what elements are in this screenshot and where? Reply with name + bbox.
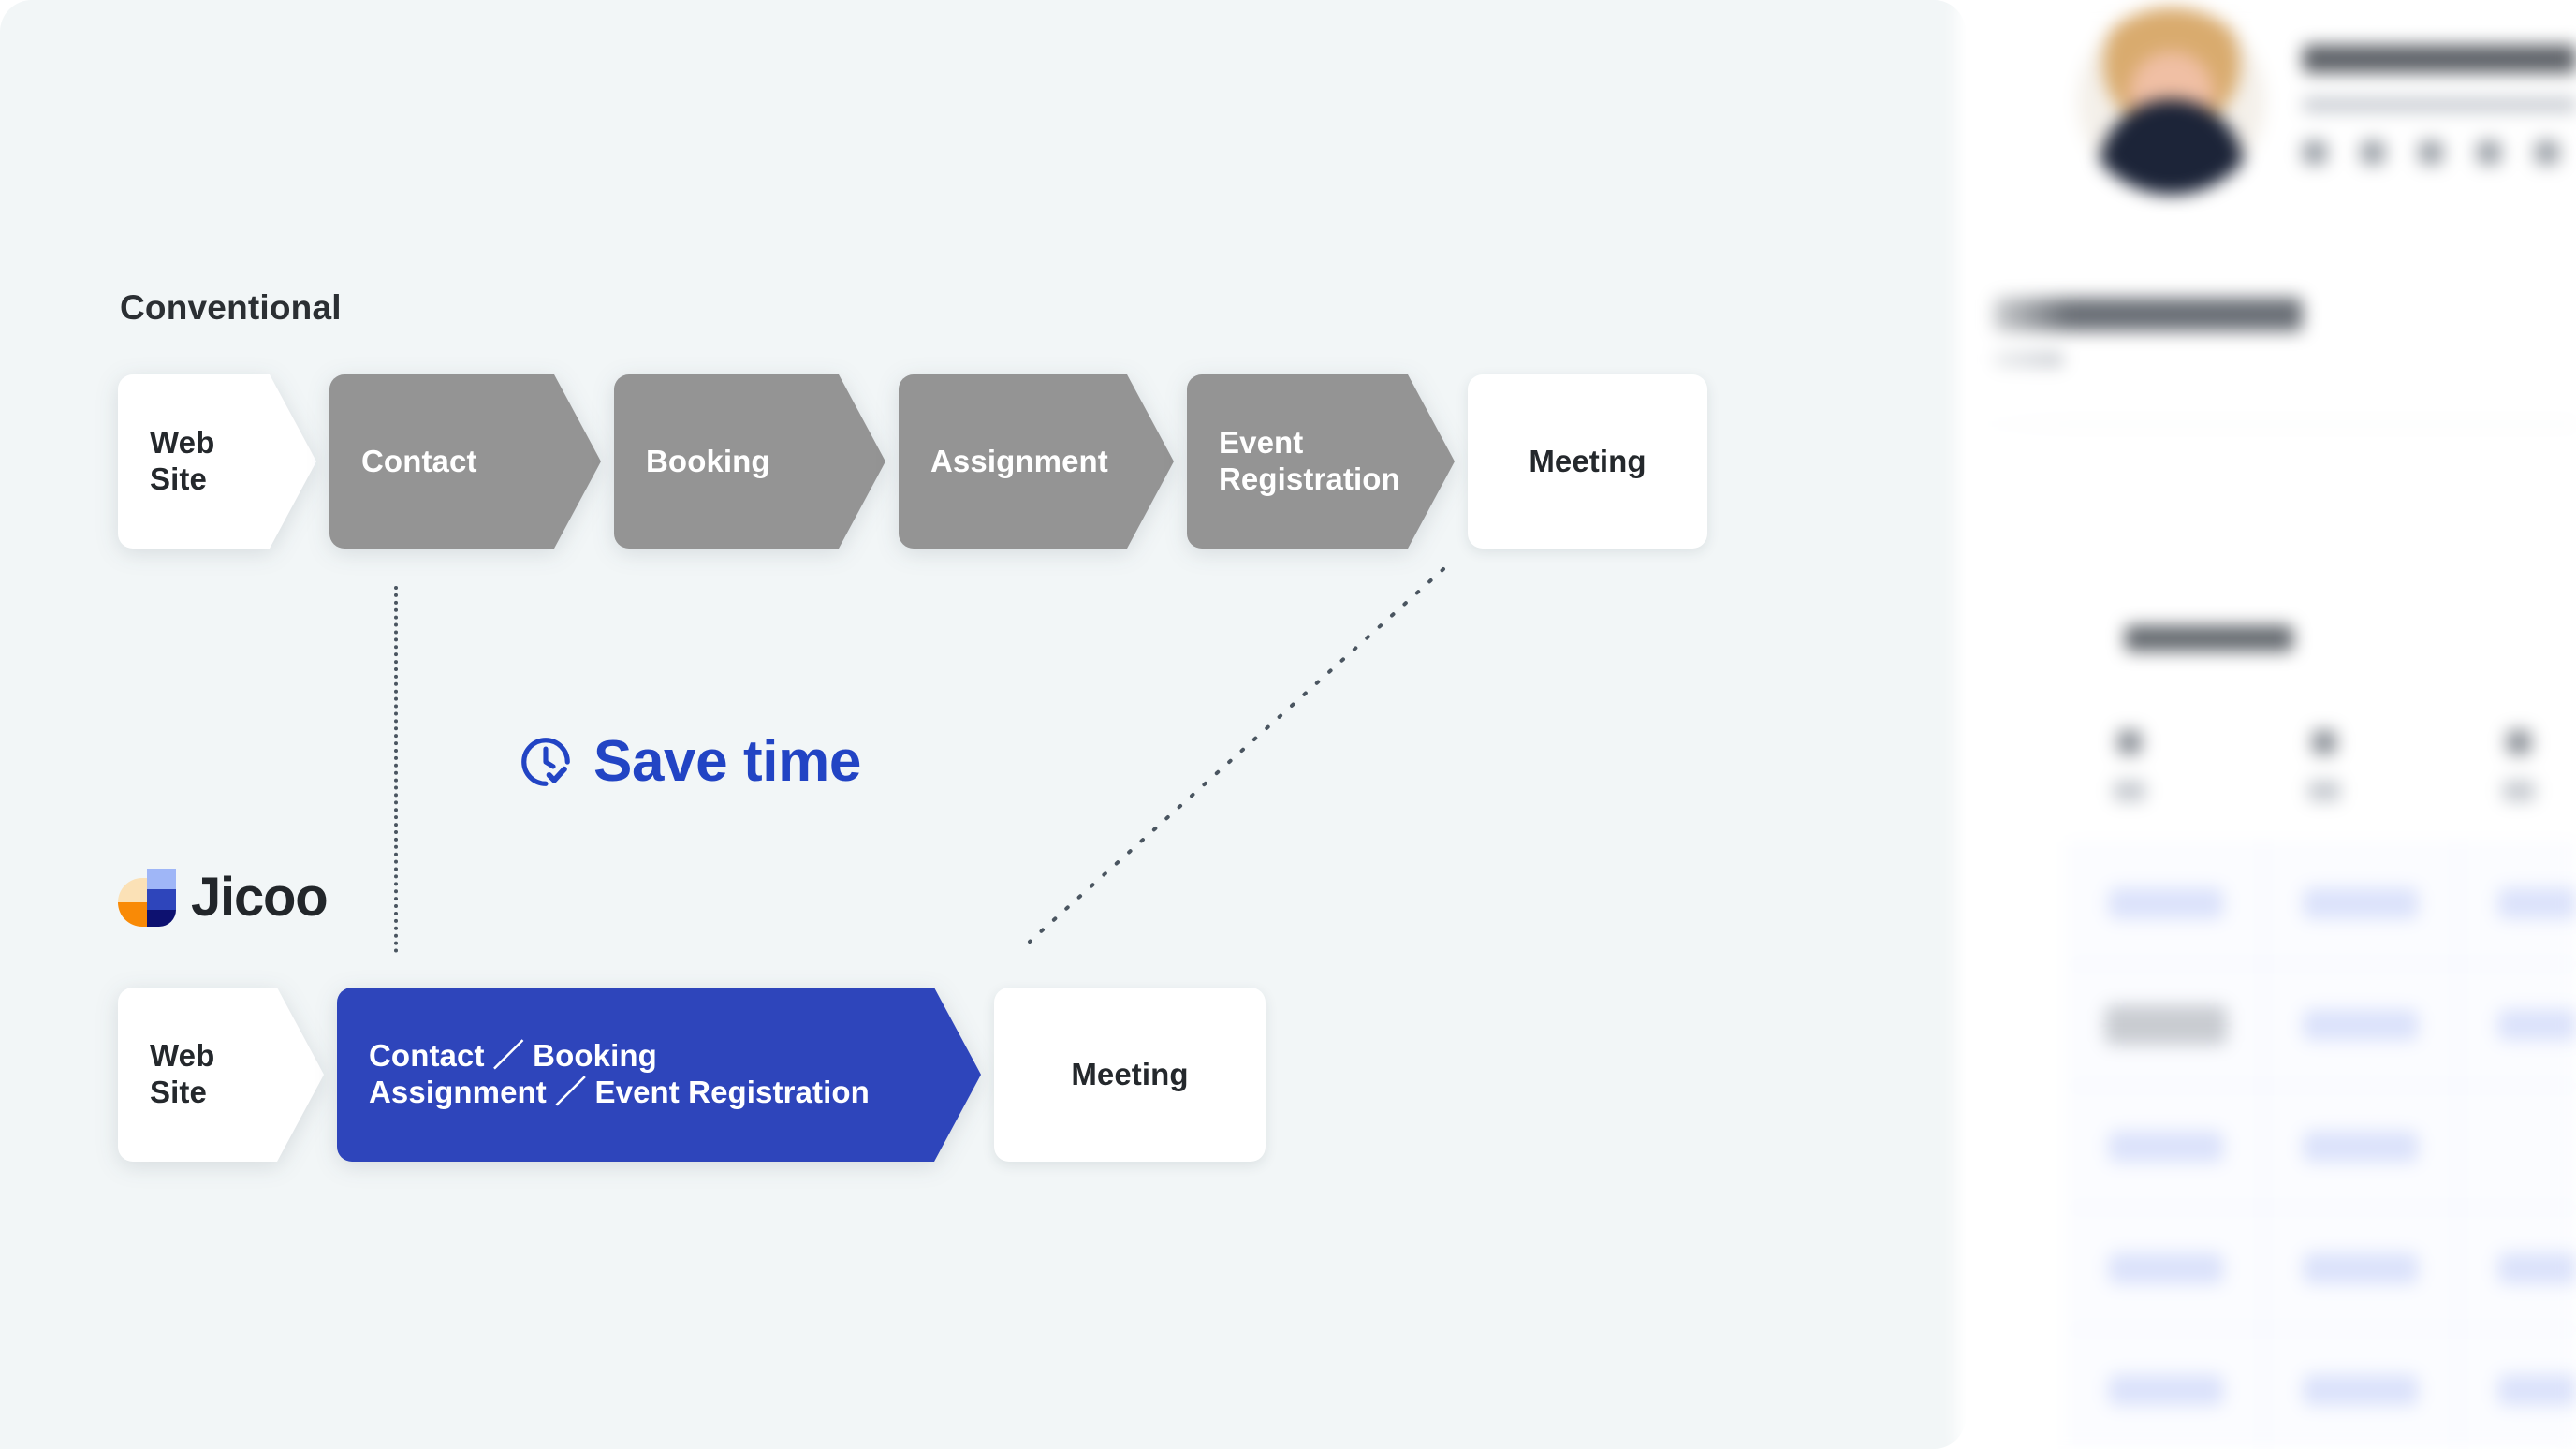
time-slot[interactable] <box>2069 1329 2263 1449</box>
time-slot[interactable] <box>2458 842 2576 964</box>
divider <box>1956 423 2576 425</box>
step-badge-web-site-conventional[interactable]: Web Site <box>118 374 316 549</box>
time-slot[interactable] <box>2263 964 2458 1086</box>
time-slot-unavailable <box>2069 964 2263 1086</box>
avatar <box>2078 7 2265 195</box>
step-badge-booking[interactable]: Booking <box>614 374 886 549</box>
time-slot-grid[interactable] <box>2069 842 2576 1449</box>
time-slot[interactable] <box>2069 1086 2263 1208</box>
step-badge-assignment[interactable]: Assignment <box>899 374 1174 549</box>
step-badge-meeting-jicoo[interactable]: Meeting <box>994 988 1266 1162</box>
calendar-weekday-header <box>2078 730 2570 801</box>
jicoo-flow-row: Web Site Contact ／ Booking Assignment ／ … <box>118 988 1266 1162</box>
social-icon[interactable] <box>2361 140 2385 165</box>
workflow-diagram-panel: Conventional Web Site Contact Booking <box>0 0 1966 1449</box>
time-slot[interactable] <box>2263 1208 2458 1329</box>
social-icon[interactable] <box>2477 140 2501 165</box>
step-badge-contact[interactable]: Contact <box>329 374 601 549</box>
clock-check-icon <box>521 737 570 786</box>
booking-page-preview[interactable] <box>1956 0 2576 1449</box>
conventional-flow-row: Web Site Contact Booking Assignment <box>118 374 1707 549</box>
time-slot-empty <box>2458 1086 2576 1208</box>
social-icon[interactable] <box>2535 140 2559 165</box>
profile-name <box>2303 45 2576 73</box>
time-slot[interactable] <box>2458 1329 2576 1449</box>
step-label: Meeting <box>1529 443 1647 478</box>
step-badge-event-registration[interactable]: Event Registration <box>1187 374 1455 549</box>
jicoo-wordmark: Jicoo <box>191 867 329 928</box>
time-slot[interactable] <box>2458 1208 2576 1329</box>
diagonal-dotted-connector <box>1028 567 1445 944</box>
save-time-callout: Save time <box>517 728 861 795</box>
weekday-label <box>2507 730 2531 754</box>
jicoo-logo: Jicoo <box>118 866 329 929</box>
step-label: Contact ／ Booking Assignment ／ Event Reg… <box>369 1038 870 1109</box>
panel-edge-fade <box>1956 0 2069 1449</box>
weekday-column <box>2467 730 2570 801</box>
profile-subtitle <box>2303 97 2576 112</box>
step-badge-consolidated[interactable]: Contact ／ Booking Assignment ／ Event Reg… <box>337 988 981 1162</box>
weekday-label <box>2312 730 2336 754</box>
time-slot[interactable] <box>2069 842 2263 964</box>
step-label: Web Site <box>150 425 215 496</box>
time-slot[interactable] <box>2458 964 2576 1086</box>
step-badge-web-site-jicoo[interactable]: Web Site <box>118 988 324 1162</box>
step-label: Assignment <box>930 443 1108 478</box>
time-slot[interactable] <box>2263 1329 2458 1449</box>
time-slot[interactable] <box>2263 842 2458 964</box>
save-time-label: Save time <box>593 729 861 794</box>
weekday-label <box>2117 730 2142 754</box>
step-label: Web Site <box>150 1038 215 1109</box>
social-links[interactable] <box>2303 140 2559 165</box>
step-badge-meeting-conventional[interactable]: Meeting <box>1468 374 1707 549</box>
vertical-dotted-connector <box>394 586 398 953</box>
step-label: Event Registration <box>1219 425 1400 496</box>
social-icon[interactable] <box>2303 140 2327 165</box>
step-label: Meeting <box>1071 1056 1189 1091</box>
step-label: Contact <box>361 443 477 478</box>
day-number <box>2308 781 2340 801</box>
social-icon[interactable] <box>2419 140 2443 165</box>
calendar-month-label <box>2125 625 2293 651</box>
weekday-column <box>2273 730 2376 801</box>
time-slot[interactable] <box>2069 1208 2263 1329</box>
day-number <box>2114 781 2145 801</box>
jicoo-mark-icon <box>118 868 176 927</box>
weekday-column <box>2078 730 2181 801</box>
conventional-section-label: Conventional <box>120 288 342 327</box>
step-label: Booking <box>646 443 770 478</box>
day-number <box>2503 781 2535 801</box>
time-slot[interactable] <box>2263 1086 2458 1208</box>
